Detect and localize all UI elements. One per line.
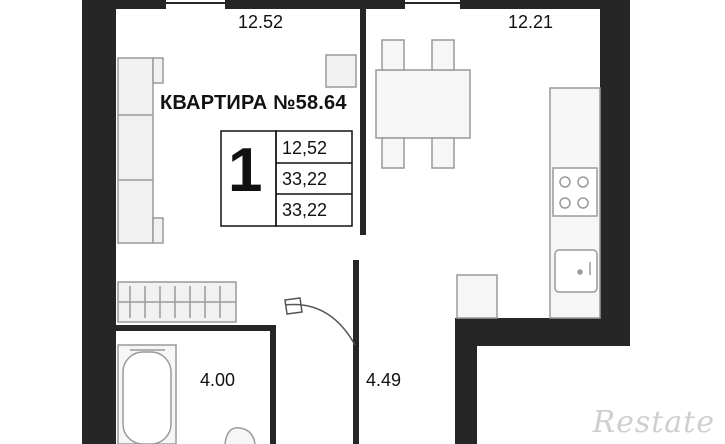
apartment-info-box — [220, 130, 353, 227]
apartment-title: КВАРТИРА №58.64 — [160, 92, 347, 114]
watermark-logo: Restate — [592, 405, 715, 440]
hall-partition — [353, 260, 359, 444]
room-door — [284, 297, 356, 346]
bathroom-area: 4.00 — [200, 370, 236, 390]
bath-top-wall — [116, 325, 276, 331]
rooms-count: 1 — [228, 136, 263, 205]
left-wall — [82, 0, 116, 444]
top-wall-middle — [225, 0, 405, 9]
total-area-value-2: 33,22 — [282, 200, 328, 220]
hallway-area: 4.49 — [366, 370, 402, 390]
sink — [224, 427, 256, 444]
cabinet — [325, 54, 357, 88]
top-wall-left — [116, 0, 166, 9]
total-area-value: 33,22 — [282, 169, 328, 189]
walls — [82, 0, 630, 444]
kitchen-area: 12.21 — [508, 12, 554, 32]
wardrobe — [117, 281, 237, 323]
kitchen-bottom-wall — [455, 318, 630, 346]
partition-wall — [360, 5, 366, 235]
bathtub — [117, 344, 177, 444]
living-area-value: 12,52 — [282, 138, 328, 158]
bath-right-wall — [270, 325, 276, 444]
sofa — [117, 57, 164, 244]
living-room-area: 12.52 — [238, 12, 284, 32]
dining-table — [375, 39, 471, 169]
areas-box — [275, 130, 353, 227]
kitchen-counter — [456, 87, 601, 319]
right-wall — [600, 0, 630, 346]
top-wall-right — [460, 0, 600, 9]
lower-right-wall — [455, 346, 477, 444]
